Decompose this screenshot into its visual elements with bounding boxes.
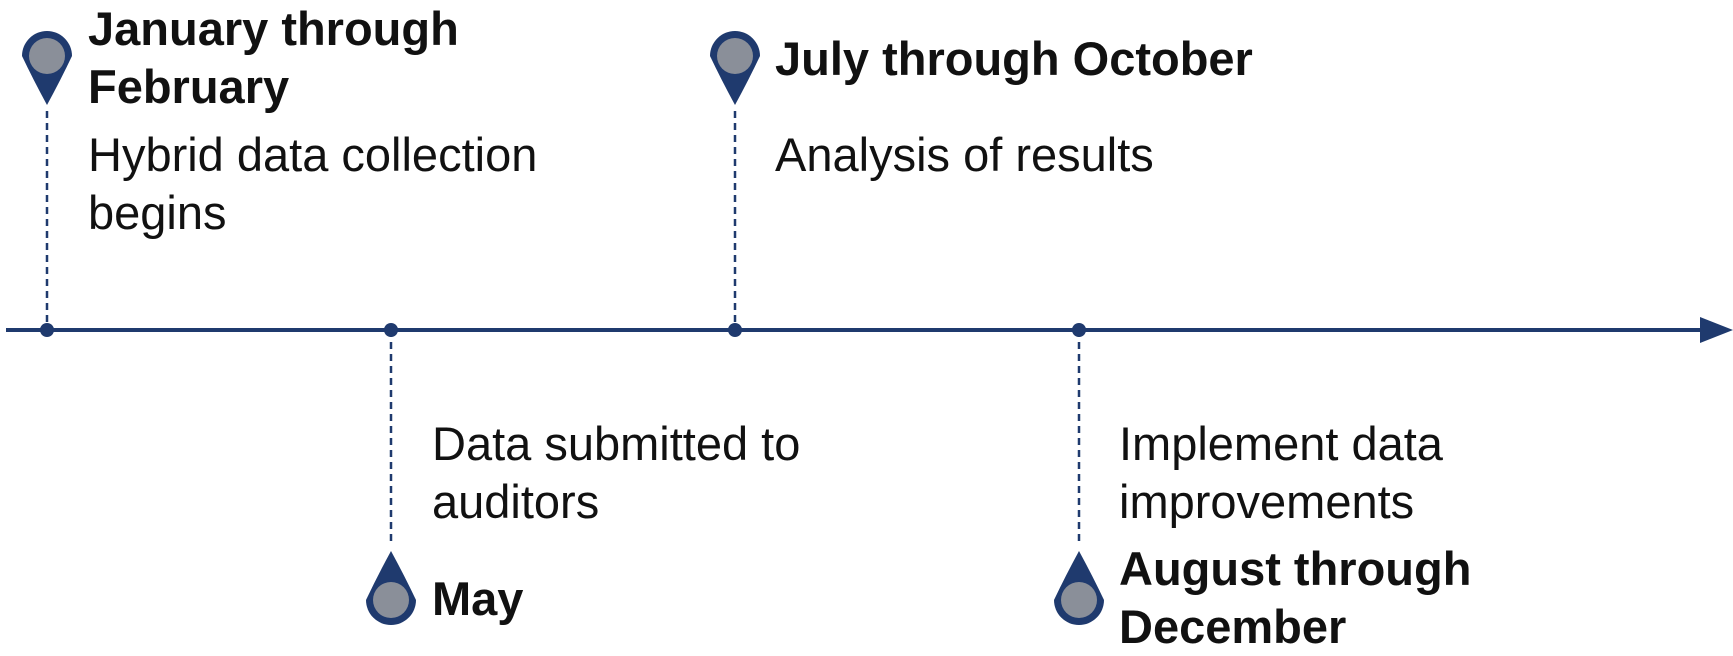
- event-2-pin-center: [373, 582, 409, 618]
- event-2-title: May: [432, 570, 523, 628]
- event-2-title-line-1: May: [432, 572, 524, 625]
- event-4-title-line-2: December: [1119, 600, 1347, 653]
- event-4-description-line-1: Implement data: [1119, 417, 1443, 470]
- timeline-arrowhead-icon: [1700, 317, 1733, 343]
- event-1-title-line-1: January through: [88, 2, 459, 55]
- event-2-description: Data submitted to auditors: [432, 415, 800, 531]
- event-1-axis-dot: [40, 323, 54, 337]
- event-graphics: [21, 30, 1104, 625]
- event-3-description-line-1: Analysis of results: [775, 128, 1154, 181]
- event-3-axis-dot: [728, 323, 742, 337]
- event-1-pin-center: [29, 38, 65, 74]
- event-3-title: July through October: [775, 30, 1253, 88]
- event-3-title-line-1: July through October: [775, 32, 1253, 85]
- event-4-title: August through December: [1119, 540, 1471, 656]
- event-4-title-line-1: August through: [1119, 542, 1472, 595]
- event-3-description: Analysis of results: [775, 126, 1154, 184]
- event-4-description-line-2: improvements: [1119, 475, 1415, 528]
- event-2-description-line-1: Data submitted to: [432, 417, 801, 470]
- event-1-description: Hybrid data collection begins: [88, 126, 537, 242]
- event-2-axis-dot: [384, 323, 398, 337]
- event-4-axis-dot: [1072, 323, 1086, 337]
- event-1-title: January through February: [88, 0, 459, 116]
- event-1-title-line-2: February: [88, 60, 290, 113]
- event-1-description-line-2: begins: [88, 186, 227, 239]
- event-3-pin-center: [717, 38, 753, 74]
- event-2-description-line-2: auditors: [432, 475, 600, 528]
- event-4-pin-center: [1061, 582, 1097, 618]
- event-4-description: Implement data improvements: [1119, 415, 1443, 531]
- event-1-description-line-1: Hybrid data collection: [88, 128, 538, 181]
